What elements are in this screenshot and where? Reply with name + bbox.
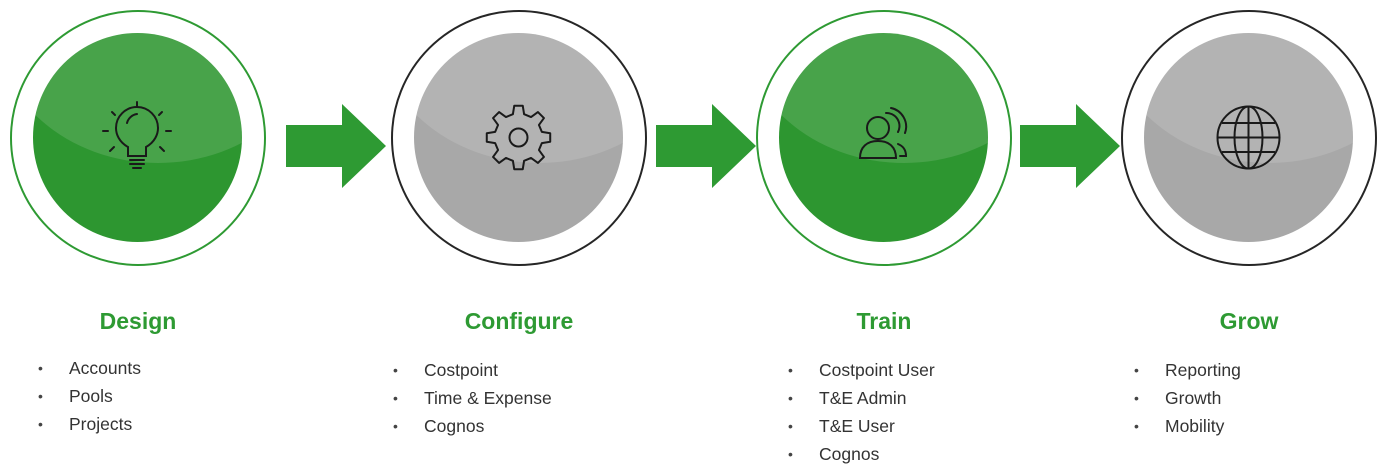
- gear-icon: [485, 104, 552, 171]
- configure-title: Configure: [464, 308, 574, 334]
- list-item: Mobility: [1134, 412, 1241, 440]
- arrow-right-icon: [286, 104, 386, 188]
- list-item: Growth: [1134, 384, 1241, 412]
- list-item: Accounts: [38, 354, 141, 382]
- users-icon: [858, 107, 908, 159]
- grow-disc: [1144, 33, 1353, 242]
- design-disc: [33, 33, 242, 242]
- step-design: Design Accounts Pools Projects: [10, 0, 310, 462]
- train-ring: [756, 10, 1012, 266]
- configure-list: Costpoint Time & Expense Cognos: [393, 356, 552, 440]
- list-item: T&E User: [788, 412, 935, 440]
- arrow-right-icon: [1020, 104, 1120, 188]
- grow-ring: [1121, 10, 1377, 266]
- grow-title: Grow: [1219, 308, 1279, 334]
- list-item: T&E Admin: [788, 384, 935, 412]
- list-item: Time & Expense: [393, 384, 552, 412]
- configure-ring: [391, 10, 647, 266]
- list-item: Pools: [38, 382, 141, 410]
- step-grow: Grow Reporting Growth Mobility: [1121, 0, 1384, 462]
- train-disc: [779, 33, 988, 242]
- arrow-right-icon: [656, 104, 756, 188]
- list-item: Projects: [38, 410, 141, 438]
- list-item: Cognos: [393, 412, 552, 440]
- list-item: Costpoint: [393, 356, 552, 384]
- step-train: Train Costpoint User T&E Admin T&E User …: [756, 0, 1056, 468]
- grow-list: Reporting Growth Mobility: [1134, 356, 1241, 440]
- train-title: Train: [856, 308, 912, 334]
- design-list: Accounts Pools Projects: [38, 354, 141, 438]
- globe-icon: [1216, 105, 1281, 170]
- list-item: Cognos: [788, 440, 935, 468]
- design-ring: [10, 10, 266, 266]
- step-configure: Configure Costpoint Time & Expense Cogno…: [391, 0, 691, 462]
- lightbulb-icon: [102, 101, 172, 169]
- train-list: Costpoint User T&E Admin T&E User Cognos: [788, 356, 935, 468]
- design-title: Design: [99, 308, 177, 334]
- list-item: Reporting: [1134, 356, 1241, 384]
- configure-disc: [414, 33, 623, 242]
- list-item: Costpoint User: [788, 356, 935, 384]
